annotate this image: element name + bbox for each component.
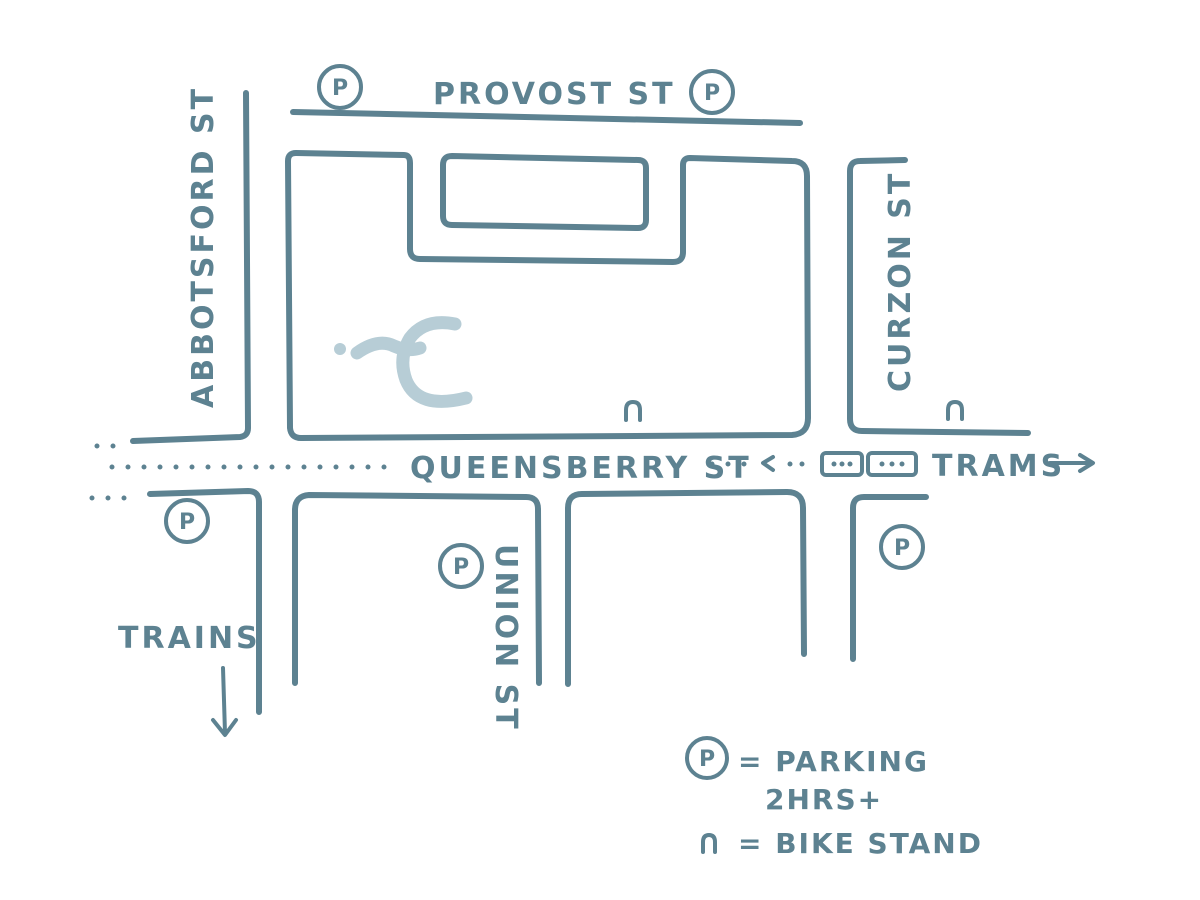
legend-parking-duration: 2HRS+	[765, 783, 883, 816]
arrow-right-icon	[1048, 453, 1095, 473]
queensberry-st-label: QUEENSBERRY ST	[410, 451, 752, 486]
legend: P = PARKING 2HRS+ = BIKE STAND	[685, 736, 983, 860]
legend-bike-label: = BIKE STAND	[738, 827, 983, 860]
abbotsford-st-label: ABBOTSFORD ST	[186, 86, 221, 408]
inner-building-outline	[440, 153, 649, 231]
lower-right-edge	[850, 494, 929, 662]
provost-st-line	[290, 109, 803, 126]
parking-icon: P	[689, 69, 735, 115]
lower-block-west	[292, 492, 542, 686]
legend-bike-stand-icon	[701, 833, 717, 854]
main-block-outline	[285, 150, 811, 441]
tram-icon	[761, 451, 918, 477]
abbotsford-st-edge	[130, 90, 251, 444]
union-st-label: UNION ST	[488, 544, 523, 732]
logo-icon	[334, 316, 473, 408]
parking-icon: P	[879, 524, 925, 570]
parking-icon: P	[317, 64, 363, 110]
lower-block-east	[565, 489, 807, 687]
arrow-down-icon	[211, 666, 238, 737]
legend-parking-icon: P	[685, 736, 729, 780]
svg-text:P: P	[332, 76, 348, 101]
svg-text:P: P	[704, 81, 720, 106]
svg-text:P: P	[179, 510, 195, 535]
curzon-st-label: CURZON ST	[883, 171, 918, 392]
svg-text:P: P	[453, 555, 469, 580]
legend-parking-label: = PARKING	[738, 745, 929, 778]
parking-icon: P	[164, 498, 210, 544]
curzon-block-outline	[847, 157, 1031, 436]
lower-left-edge	[147, 488, 262, 715]
bike-stand-icon	[624, 400, 642, 422]
parking-icon: P	[438, 543, 484, 589]
trains-label: TRAINS	[118, 621, 261, 656]
bike-stand-icon	[946, 400, 964, 421]
provost-st-label: PROVOST ST	[433, 77, 676, 112]
svg-text:P: P	[699, 747, 715, 772]
street-lines	[89, 90, 1031, 715]
svg-text:P: P	[894, 536, 910, 561]
trams-label: TRAMS	[932, 449, 1065, 484]
